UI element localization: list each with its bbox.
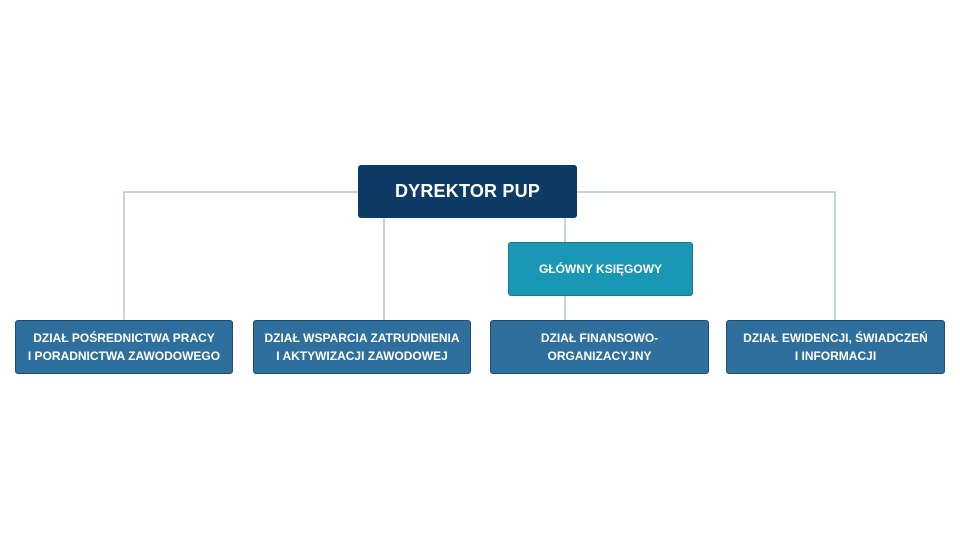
- department-label-line2: I AKTYWIZACJI ZAWODOWEJ: [276, 349, 448, 363]
- department-box-employment-agency: DZIAŁ POŚREDNICTWA PRACY I PORADNICTWA Z…: [15, 320, 233, 374]
- department-box-records-benefits: DZIAŁ EWIDENCJI, ŚWIADCZEŃ I INFORMACJI: [726, 320, 945, 374]
- department-label-line2: I INFORMACJI: [794, 349, 877, 363]
- director-box: DYREKTOR PUP: [358, 165, 577, 218]
- department-box-finance-organization: DZIAŁ FINANSOWO- ORGANIZACYJNY: [490, 320, 709, 374]
- department-label-line1: DZIAŁ WSPARCIA ZATRUDNIENIA: [264, 331, 460, 345]
- department-label-line2: I PORADNICTWA ZAWODOWEGO: [27, 349, 221, 363]
- department-label-line1: DZIAŁ POŚREDNICTWA PRACY: [33, 331, 215, 345]
- department-box-employment-support: DZIAŁ WSPARCIA ZATRUDNIENIA I AKTYWIZACJ…: [253, 320, 471, 374]
- connector-left: [123, 191, 358, 320]
- director-label: DYREKTOR PUP: [394, 181, 541, 201]
- department-label-line1: DZIAŁ FINANSOWO-: [540, 331, 659, 345]
- chief-accountant-label: GŁÓWNY KSIĘGOWY: [538, 262, 663, 276]
- department-label-line1: DZIAŁ EWIDENCJI, ŚWIADCZEŃ: [743, 331, 928, 345]
- connector-right: [577, 191, 836, 320]
- department-label-line2: ORGANIZACYJNY: [547, 349, 652, 363]
- chief-accountant-box: GŁÓWNY KSIĘGOWY: [508, 242, 693, 296]
